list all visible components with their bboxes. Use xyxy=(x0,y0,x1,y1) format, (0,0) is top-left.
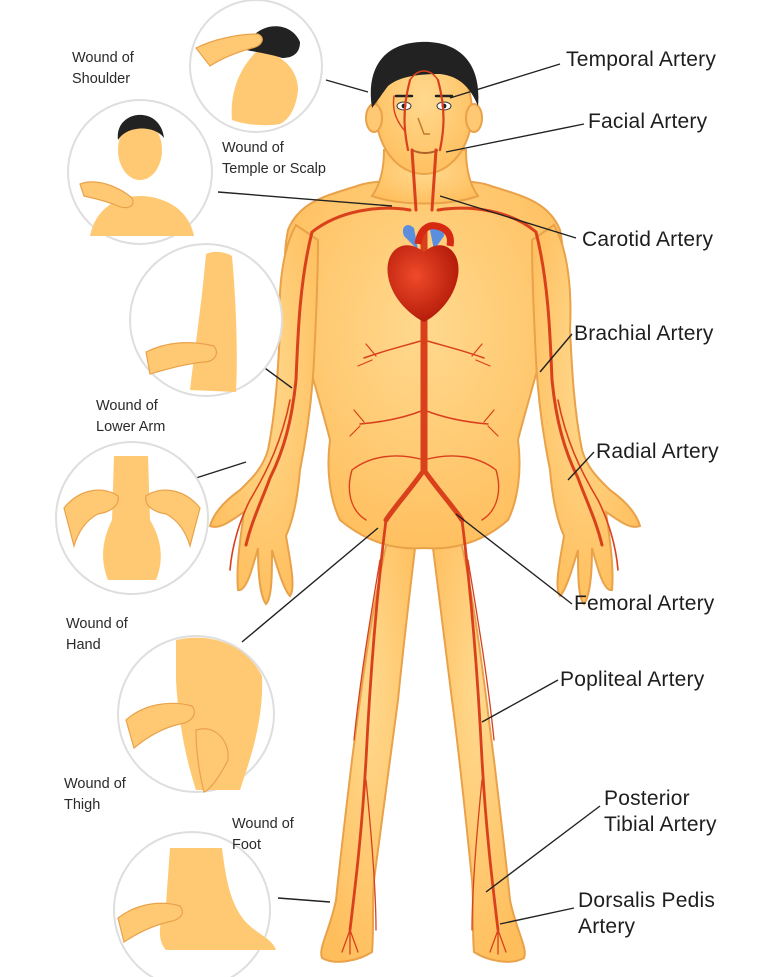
hand-inset xyxy=(56,442,208,594)
lower-arm-inset xyxy=(130,244,282,396)
label-femoral-artery: Femoral Artery xyxy=(574,592,715,616)
label-brachial-artery: Brachial Artery xyxy=(574,322,714,346)
left-leg xyxy=(321,520,416,962)
label-facial-artery: Facial Artery xyxy=(588,110,707,134)
label-wound-thigh: Wound of Thigh xyxy=(64,774,126,816)
label-wound-shoulder: Wound of Shoulder xyxy=(72,48,134,90)
label-wound-lower-arm: Wound of Lower Arm xyxy=(96,396,165,438)
label-temporal-artery: Temporal Artery xyxy=(566,48,716,72)
label-carotid-artery: Carotid Artery xyxy=(582,228,713,252)
right-arm xyxy=(532,225,640,604)
right-ear xyxy=(466,104,482,132)
label-wound-temple: Wound of Temple or Scalp xyxy=(222,138,326,180)
temple-inset xyxy=(190,0,322,132)
label-wound-foot: Wound of Foot xyxy=(232,814,294,856)
label-posterior-tibial-artery: Posterior Tibial Artery xyxy=(604,786,717,838)
label-wound-hand: Wound of Hand xyxy=(66,614,128,656)
thigh-inset xyxy=(118,636,274,792)
shoulder-inset xyxy=(68,100,212,244)
label-popliteal-artery: Popliteal Artery xyxy=(560,668,704,692)
right-leg xyxy=(432,520,525,962)
label-dorsalis-pedis-artery: Dorsalis Pedis Artery xyxy=(578,888,715,940)
left-ear xyxy=(366,104,382,132)
label-radial-artery: Radial Artery xyxy=(596,440,719,464)
